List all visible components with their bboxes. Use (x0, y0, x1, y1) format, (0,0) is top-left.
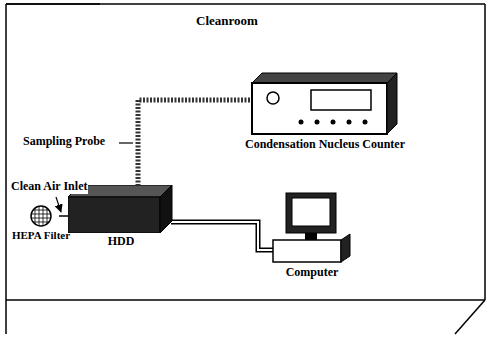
instrument-button (331, 120, 336, 125)
room-outline (455, 300, 485, 334)
connector (59, 216, 68, 217)
computer-side (341, 234, 350, 262)
connector (138, 100, 251, 186)
node-label: Condensation Nucleus Counter (245, 138, 405, 152)
instrument-display (311, 90, 371, 110)
instrument-side (387, 73, 397, 134)
filter-grid (31, 214, 51, 215)
equipment-node: Condensation Nucleus Counter (245, 72, 405, 152)
filter-grid (39, 206, 40, 226)
leader-line (119, 142, 133, 143)
node-label: Computer (286, 266, 339, 280)
node-label: HDD (108, 235, 135, 249)
equipment-drawing (251, 72, 399, 136)
hdd-front (68, 197, 160, 233)
instrument-top (252, 73, 397, 83)
callout-label: Sampling Probe (22, 135, 106, 149)
equipment-node: HDD (68, 185, 174, 249)
monitor-stand (305, 233, 317, 240)
monitor (286, 193, 336, 233)
computer-base (273, 240, 341, 262)
equipment-node: HEPA Filter (8, 205, 74, 242)
instrument-knob (267, 92, 279, 104)
instrument-button (363, 120, 368, 125)
room-outline (5, 4, 7, 334)
instrument-button (347, 120, 352, 125)
hdd-side (160, 185, 172, 233)
room-outline (6, 3, 100, 5)
leader-arrow (56, 197, 61, 212)
monitor-screen (292, 198, 330, 226)
filter-grid (43, 206, 44, 226)
room-outline (484, 4, 486, 300)
equipment-drawing (8, 205, 74, 227)
filter-grid (31, 218, 51, 219)
connector-path (138, 100, 251, 186)
instrument-button (315, 120, 320, 125)
node-label: HEPA Filter (12, 229, 70, 242)
filter-symbol (31, 206, 51, 226)
callout-label: Clean Air Inlet (10, 180, 88, 194)
connector-path (171, 222, 273, 250)
equipment-node: Computer (272, 192, 352, 280)
connector-path (171, 222, 273, 250)
filter-grid (33, 222, 49, 223)
room-outline (6, 3, 485, 5)
node-label: Cleanroom (196, 14, 258, 29)
connector (171, 222, 273, 250)
instrument-button (299, 120, 304, 125)
connector-path (59, 215, 68, 217)
instrument-front (252, 83, 387, 134)
equipment-drawing (272, 192, 352, 264)
room-outline (6, 299, 485, 301)
